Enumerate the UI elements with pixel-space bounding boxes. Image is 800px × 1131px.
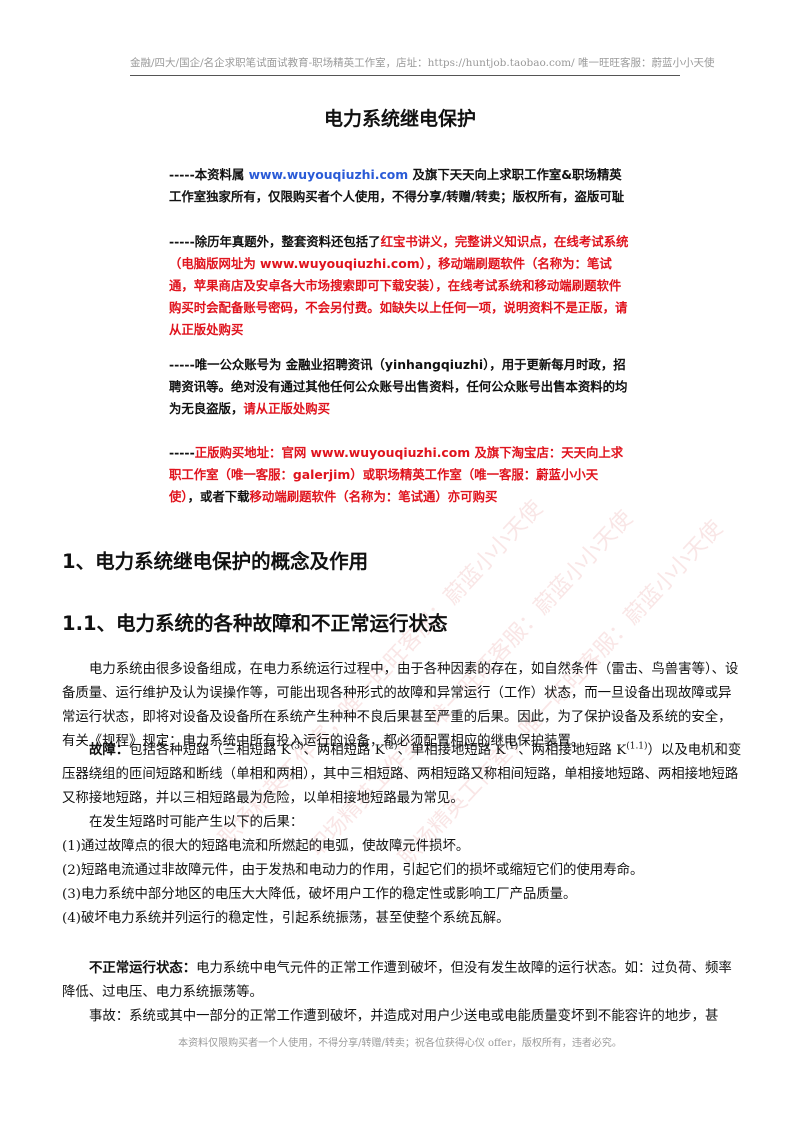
fault-section: 故障：包括各种短路（三相短路 K(3)、两相短路 K(2)、单相接地短路 K(1… (62, 738, 742, 931)
page-header: 金融/四大/国企/名企求职笔试面试教育-职场精英工作室，店址：https://h… (130, 55, 715, 76)
list-item: (4)破坏电力系统并列运行的稳定性，引起系统振荡，甚至使整个系统瓦解。 (62, 911, 510, 926)
notice-paragraph-4: -----正版购买地址：官网 www.wuyouqiuzhi.com 及旗下淘宝… (169, 445, 624, 504)
list-item: (3)电力系统中部分地区的电压大大降低，破坏用户工作的稳定性或影响工厂产品质量。 (62, 887, 577, 902)
fault-definition: 故障：包括各种短路（三相短路 K(3)、两相短路 K(2)、单相接地短路 K(1… (62, 741, 742, 806)
accident-definition: 事故：系统或其中一部分的正常工作遭到破坏，并造成对用户少送电或电能质量变坏到不能… (89, 1009, 719, 1024)
list-item: (1)通过故障点的很大的短路电流和所燃起的电弧，使故障元件损坏。 (62, 839, 470, 854)
section-heading: 1、电力系统继电保护的概念及作用 (62, 550, 369, 573)
body-paragraph: 电力系统由很多设备组成，在电力系统运行过程中，由于各种因素的存在，如自然条件（雷… (62, 662, 739, 749)
page-footer: 本资料仅限购买者一个人使用，不得分享/转赠/转卖；祝各位获得心仪 offer，版… (178, 1038, 622, 1049)
subsection-heading: 1.1、电力系统的各种故障和不正常运行状态 (62, 612, 448, 635)
website-link[interactable]: www.wuyouqiuzhi.com (248, 167, 409, 182)
page-title: 电力系统继电保护 (323, 108, 476, 130)
abnormal-section: 不正常运行状态：电力系统中电气元件的正常工作遭到破坏，但没有发生故障的运行状态。… (62, 956, 742, 1029)
notice-paragraph-1: -----本资料属 www.wuyouqiuzhi.com 及旗下天天向上求职工… (169, 167, 625, 204)
notice-paragraph-3: -----唯一公众账号为 金融业招聘资讯（yinhangqiuzhi），用于更新… (169, 357, 628, 416)
list-item: (2)短路电流通过非故障元件，由于发热和电动力的作用，引起它们的损坏或缩短它们的… (62, 863, 644, 878)
consequence-intro: 在发生短路时可能产生以下的后果： (89, 815, 304, 830)
notice-paragraph-2: -----除历年真题外，整套资料还包括了红宝书讲义，完整讲义知识点，在线考试系统… (169, 234, 629, 337)
